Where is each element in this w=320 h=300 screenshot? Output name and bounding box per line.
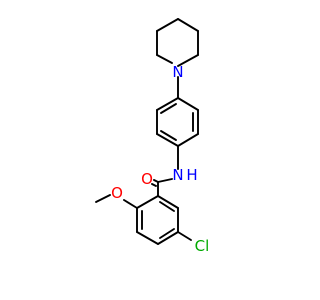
bond [156,133,179,147]
piperidine-nitrogen-label: N [172,63,183,81]
phenyl-ring [156,97,199,147]
carbonyl-oxygen-label: O [141,170,153,188]
piperidine-ring [156,18,199,67]
bond [177,54,199,67]
bond [157,231,179,245]
methoxy-oxygen-label: O [111,184,123,202]
bond [157,195,179,209]
bond [177,133,199,147]
bond [136,231,159,245]
bond [156,18,179,32]
bond [156,54,173,64]
bond [156,97,179,111]
bond [159,201,175,212]
bond [160,103,177,114]
molecule-structure: N N H O O Cl [95,18,210,255]
benzoyl-ring [136,195,179,245]
bond [160,130,177,141]
bond [157,178,173,183]
bond [159,228,175,239]
bond [177,97,199,111]
bond [95,194,111,203]
bond [123,199,138,209]
bond [177,18,199,32]
amide-hydrogen-label: H [186,166,197,184]
amide-nitrogen-label: N [172,166,183,184]
chlorine-label: Cl [195,237,210,255]
bond [136,195,159,209]
bond [177,231,192,241]
bond [151,183,157,187]
